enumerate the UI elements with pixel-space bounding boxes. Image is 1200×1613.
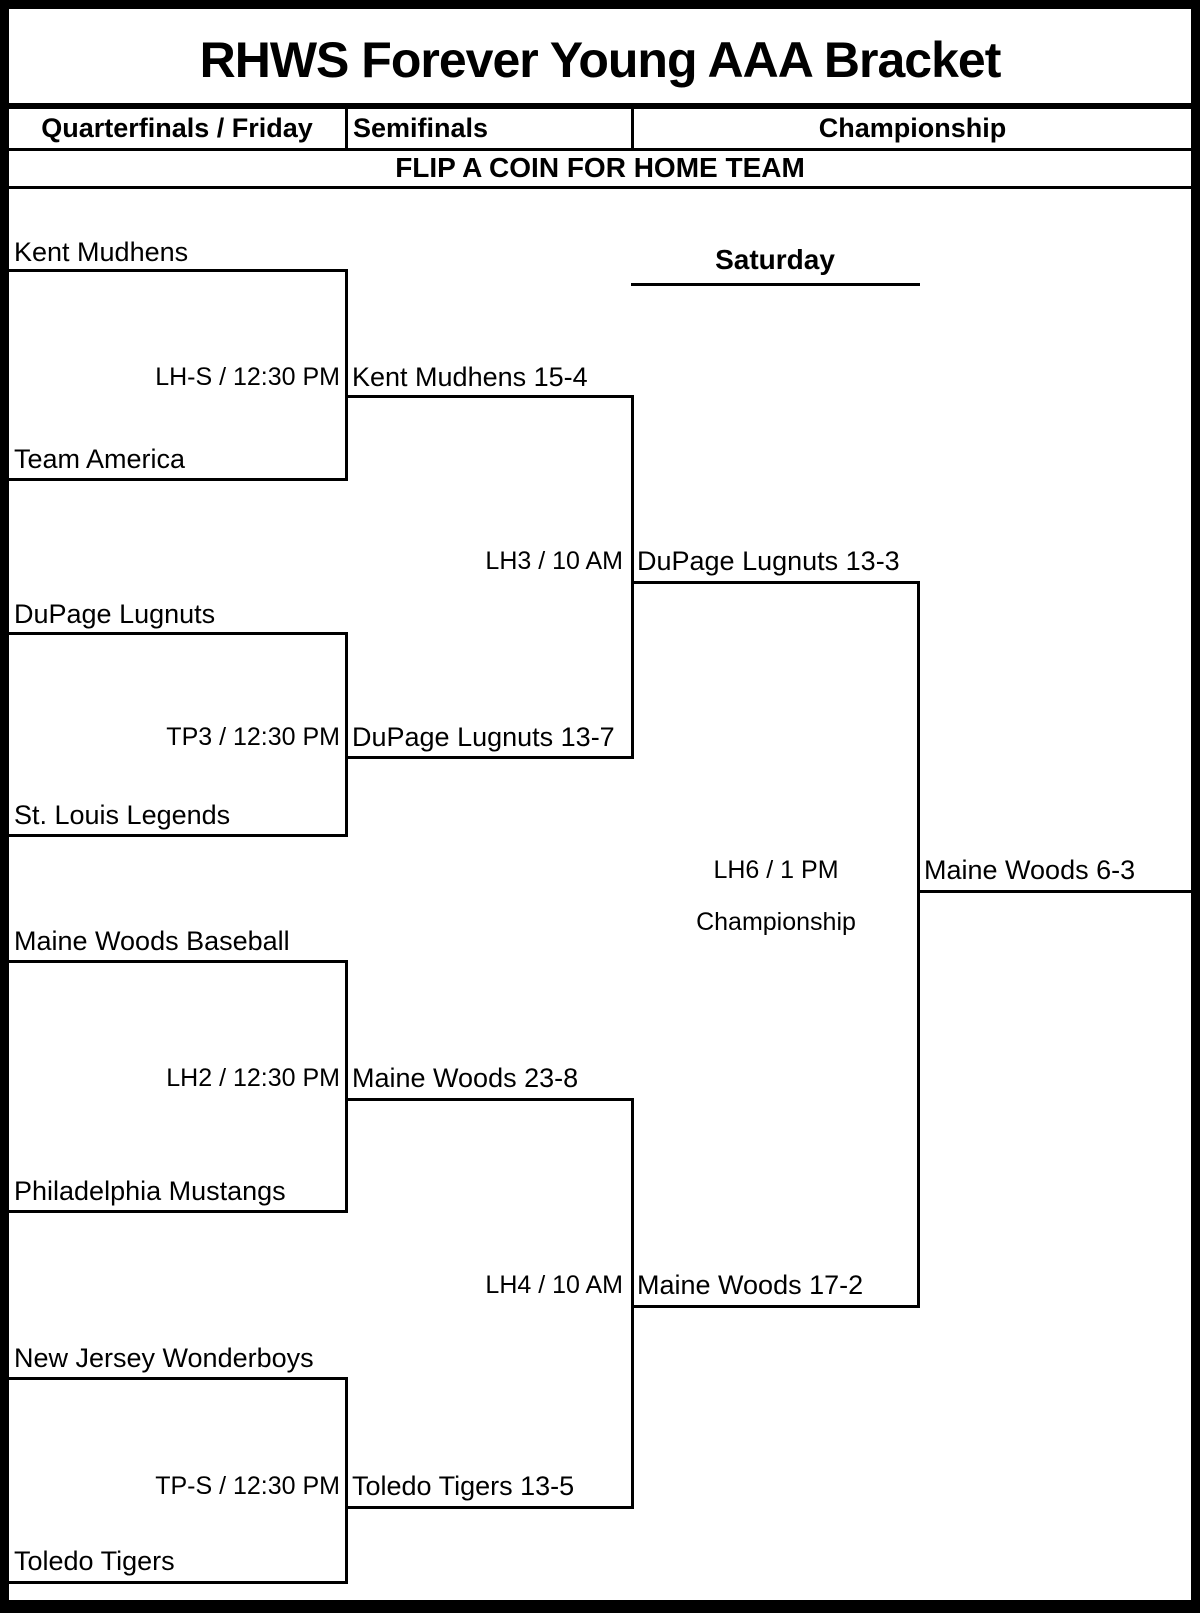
qf4-game-time: TP-S / 12:30 PM [155,1472,340,1500]
qf1-game-time: LH-S / 12:30 PM [155,363,340,391]
header-divider-1 [345,106,348,148]
sf2-game-time: LH4 / 10 AM [485,1271,623,1299]
saturday-label: Saturday [715,244,835,275]
qf4-winner-line [348,1506,634,1509]
qf2-bottom-team-name: St. Louis Legends [14,800,231,830]
header-bottom-line [9,148,1191,151]
title-divider-line [9,103,1191,109]
sf2-vertical-line [631,1098,634,1509]
banner-bottom-line [9,186,1191,189]
page-border-top [0,0,1200,9]
qf2-bottom-line [9,834,348,837]
page-border-bottom [0,1600,1200,1613]
final-round-label: Championship [696,908,856,936]
qf2-winner-name: DuPage Lugnuts 13-7 [352,722,615,752]
championship-winner-line [917,890,1191,893]
qf4-bottom-line [9,1581,348,1584]
sf1-vertical-line [631,395,634,759]
qf4-top-line [9,1377,348,1380]
qf3-bottom-line [9,1210,348,1213]
sf2-winner-name: Maine Woods 17-2 [637,1270,864,1300]
qf1-top-line [9,269,348,272]
column-header-quarterfinals: Quarterfinals / Friday [41,113,313,143]
sf1-game-time: LH3 / 10 AM [485,547,623,575]
qf3-top-team-name: Maine Woods Baseball [14,926,290,956]
qf2-top-team-name: DuPage Lugnuts [14,599,216,629]
qf2-top-line [9,632,348,635]
sf1-winner-name: DuPage Lugnuts 13-3 [637,546,900,576]
qf2-vertical-line [345,632,348,837]
sf2-winner-line [631,1305,920,1308]
qf1-bottom-line [9,478,348,481]
qf1-top-team-name: Kent Mudhens [14,237,189,267]
qf3-winner-line [348,1098,634,1101]
qf3-game-time: LH2 / 12:30 PM [166,1064,340,1092]
bracket-title: RHWS Forever Young AAA Bracket [199,32,1002,88]
page-border-right [1191,0,1200,1613]
qf3-top-line [9,960,348,963]
qf1-bottom-team-name: Team America [14,444,186,474]
header-divider-2 [631,106,634,148]
page-border-left [0,0,9,1613]
final-game-time: LH6 / 1 PM [713,856,839,884]
qf3-bottom-team-name: Philadelphia Mustangs [14,1176,286,1206]
championship-vertical-line [917,581,920,1308]
coin-flip-banner: FLIP A COIN FOR HOME TEAM [395,152,805,183]
qf2-winner-line [348,756,634,759]
qf4-top-team-name: New Jersey Wonderboys [14,1343,314,1373]
qf4-bottom-team-name: Toledo Tigers [14,1546,175,1576]
qf3-winner-name: Maine Woods 23-8 [352,1063,579,1093]
column-header-championship: Championship [818,113,1007,143]
qf1-winner-name: Kent Mudhens 15-4 [352,362,588,392]
qf4-winner-name: Toledo Tigers 13-5 [352,1471,575,1501]
qf4-vertical-line [345,1377,348,1584]
qf1-winner-line [348,395,634,398]
qf2-game-time: TP3 / 12:30 PM [166,723,340,751]
qf3-vertical-line [345,960,348,1213]
sf1-winner-line [631,581,920,584]
qf1-vertical-line [345,269,348,481]
saturday-underline [631,283,920,286]
column-header-semifinals: Semifinals [353,113,489,143]
championship-winner-name: Maine Woods 6-3 [924,855,1136,885]
